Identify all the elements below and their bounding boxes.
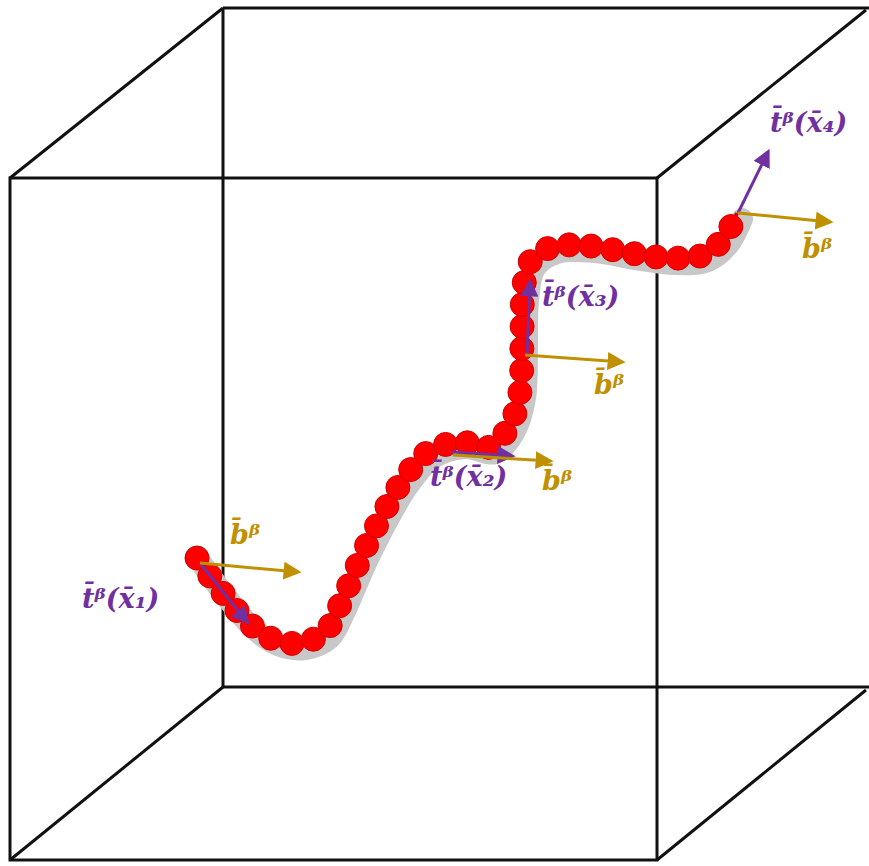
atom-bead (510, 315, 534, 339)
tangent-vector (200, 563, 247, 622)
burgers-vector (200, 563, 298, 572)
atom-bead (510, 359, 534, 383)
atom-bead (536, 237, 560, 261)
atom-bead (508, 380, 532, 404)
burgers-vector (525, 355, 622, 362)
atom-bead (512, 271, 536, 295)
burgers-vector (453, 455, 550, 461)
tangent-vector (527, 282, 530, 355)
dislocation-line (185, 213, 743, 655)
atom-bead (259, 626, 283, 650)
atom-bead (719, 215, 743, 239)
tangent-label: t̄ᵝ(x̄₄) (768, 108, 849, 138)
tangent-vector (738, 152, 768, 213)
cube-wireframe (10, 8, 869, 860)
vectors (200, 152, 830, 622)
atom-bead (280, 631, 304, 655)
burgers-label: b̄ᵝ (540, 466, 574, 496)
atom-bead (503, 402, 527, 426)
atom-bead (666, 246, 690, 270)
burgers-label: b̄ᵝ (592, 370, 626, 400)
tangent-label: t̄ᵝ(x̄₃) (540, 282, 621, 312)
burgers-label: b̄ᵝ (800, 234, 834, 264)
tangent-label: t̄ᵝ(x̄₁) (80, 584, 161, 614)
atom-bead (510, 337, 534, 361)
atom-bead (622, 242, 646, 266)
atom-bead (557, 233, 581, 257)
line-shadow (202, 219, 742, 649)
atom-bead (601, 238, 625, 262)
burgers-vector (738, 213, 830, 222)
atom-bead (579, 234, 603, 258)
burgers-label: b̄ᵝ (228, 520, 262, 550)
tangent-label: t̄ᵝ(x̄₂) (428, 462, 509, 492)
atom-bead (644, 245, 668, 269)
line-core (197, 213, 737, 643)
